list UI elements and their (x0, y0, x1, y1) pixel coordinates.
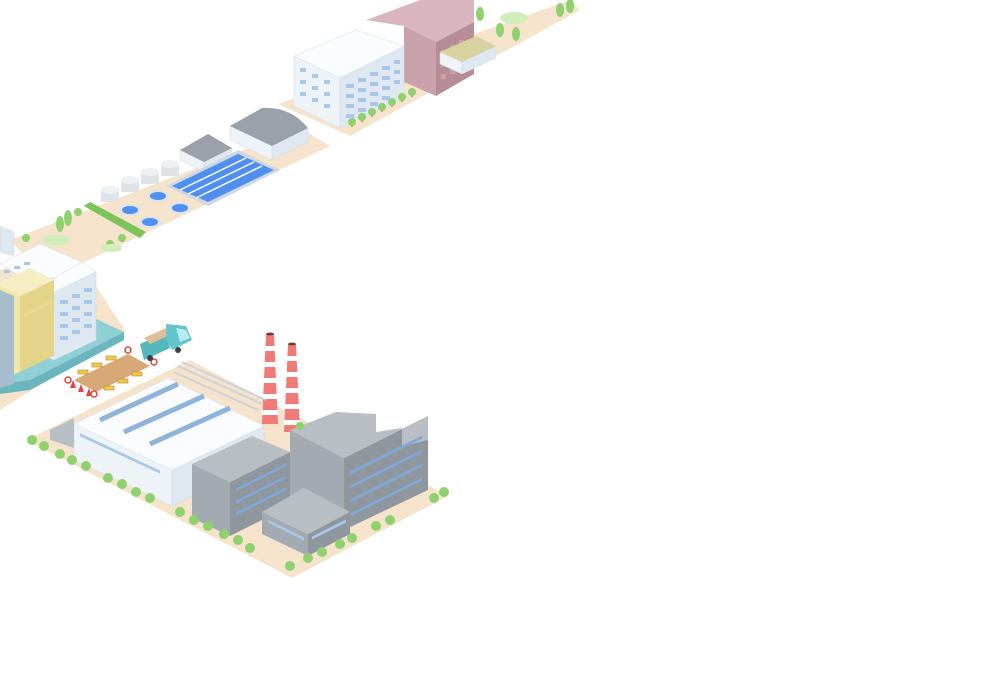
chimney-right (284, 342, 300, 432)
pump-house (229, 107, 309, 161)
hedge (84, 202, 146, 238)
pipe-rack (173, 361, 267, 411)
factory-office (262, 488, 350, 556)
dump-truck (140, 324, 192, 361)
tree-row-residential (348, 0, 574, 127)
park-trees (22, 208, 126, 252)
factory-complex (27, 332, 449, 571)
small-house (439, 36, 497, 75)
settling-tanks (101, 160, 191, 228)
filter-pools (166, 150, 280, 206)
white-apartment (293, 29, 405, 129)
glass-tower (0, 290, 14, 388)
dirt-lot (74, 354, 150, 392)
chimney-left (262, 332, 278, 424)
warning-signs (64, 346, 158, 398)
residential-block (293, 0, 574, 129)
factory-block-a (192, 436, 290, 536)
office-district (0, 225, 124, 394)
tree-row-factory (27, 422, 449, 571)
water-treatment-plant (22, 107, 309, 252)
barriers (77, 355, 143, 391)
construction-site (64, 324, 192, 398)
